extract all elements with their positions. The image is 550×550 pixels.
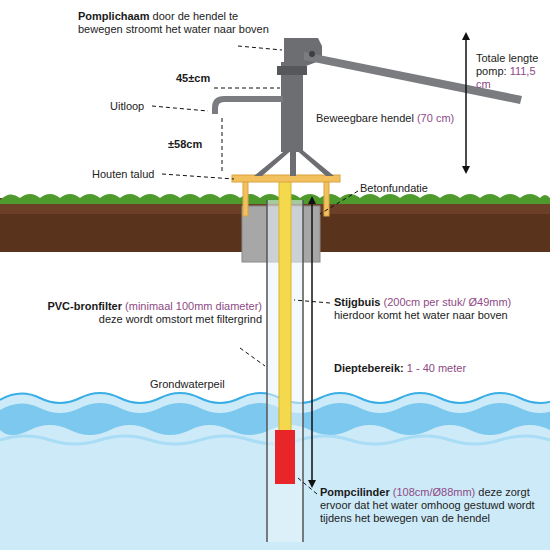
part-name: Pompcilinder (320, 486, 390, 498)
label-group: PVC-bronfilter (minimaal 100mm diameter)… (40, 300, 262, 326)
dimension-note: 1 - 40 meter (407, 362, 466, 374)
drawing-part (214, 88, 280, 89)
drawing-part (309, 51, 315, 57)
drawing-part (311, 200, 313, 484)
drawing-part (298, 478, 317, 494)
riser-pipe (279, 180, 291, 432)
drawing-part (294, 300, 330, 303)
part-name: Dieptebereik: (334, 362, 404, 374)
dimension-note: (108cm/Ø88mm) (393, 486, 476, 498)
drawing-part (465, 36, 467, 170)
part-name: 45±cm (176, 72, 210, 84)
label-group: Beweegbare hendel (70 cm) (316, 112, 460, 125)
label-group: Totale lengte pomp: 111,5 cm (476, 52, 546, 91)
drawing-part (215, 99, 283, 114)
drawing-part (222, 118, 223, 174)
description-text: Houten talud (92, 168, 154, 180)
dimension-note: (minimaal 100mm diameter) (125, 300, 262, 312)
drawing-part (254, 148, 294, 176)
drawing-part (281, 62, 303, 152)
label-group: Pompcilinder (108cm/Ø88mm) deze zorgt er… (320, 486, 542, 525)
description-text: Grondwaterpeil (150, 378, 225, 390)
label-group: ±58cm (168, 138, 202, 151)
label-group: Uitloop (110, 100, 144, 113)
dimension-lines (214, 36, 466, 484)
label-group: Betonfundatie (360, 182, 428, 195)
label-group: Houten talud (92, 168, 154, 181)
dimension-note: (200cm per stuk/ Ø49mm) (384, 296, 512, 308)
wooden-platform (232, 175, 340, 216)
dimension-note: (70 cm) (417, 112, 454, 124)
part-name: Pomplichaam (78, 10, 150, 22)
part-name: PVC-bronfilter (47, 300, 122, 312)
description-text: deze wordt omstort met filtergrind (99, 313, 262, 325)
description-text: Betonfundatie (360, 182, 428, 194)
description-text: Beweegbare hendel (316, 112, 414, 124)
drawing-part (320, 191, 358, 214)
label-group: Dieptebereik: 1 - 40 meter (334, 362, 534, 375)
description-text: hierdoor komt het water naar boven (334, 309, 508, 321)
drawing-part (290, 148, 296, 176)
part-name: ±58cm (168, 138, 202, 150)
part-name: Stijgbuis (334, 296, 380, 308)
drawing-part (232, 175, 340, 182)
label-group: Pomplichaam door de hendel te bewegen st… (78, 10, 270, 36)
pump-cylinder (275, 430, 295, 484)
label-group: Grondwaterpeil (150, 378, 225, 391)
description-text: Uitloop (110, 100, 144, 112)
pump-body (215, 38, 522, 176)
drawing-part (162, 174, 234, 179)
drawing-part (277, 66, 307, 75)
drawing-part (243, 182, 248, 216)
label-group: 45±cm (176, 72, 210, 85)
drawing-part (266, 200, 268, 542)
drawing-part (152, 106, 208, 111)
label-group: Stijgbuis (200cm per stuk/ Ø49mm) hierdo… (334, 296, 530, 322)
drawing-part (294, 148, 334, 176)
drawing-part (240, 348, 265, 366)
drawing-part (238, 46, 282, 50)
drawing-part (302, 200, 304, 542)
